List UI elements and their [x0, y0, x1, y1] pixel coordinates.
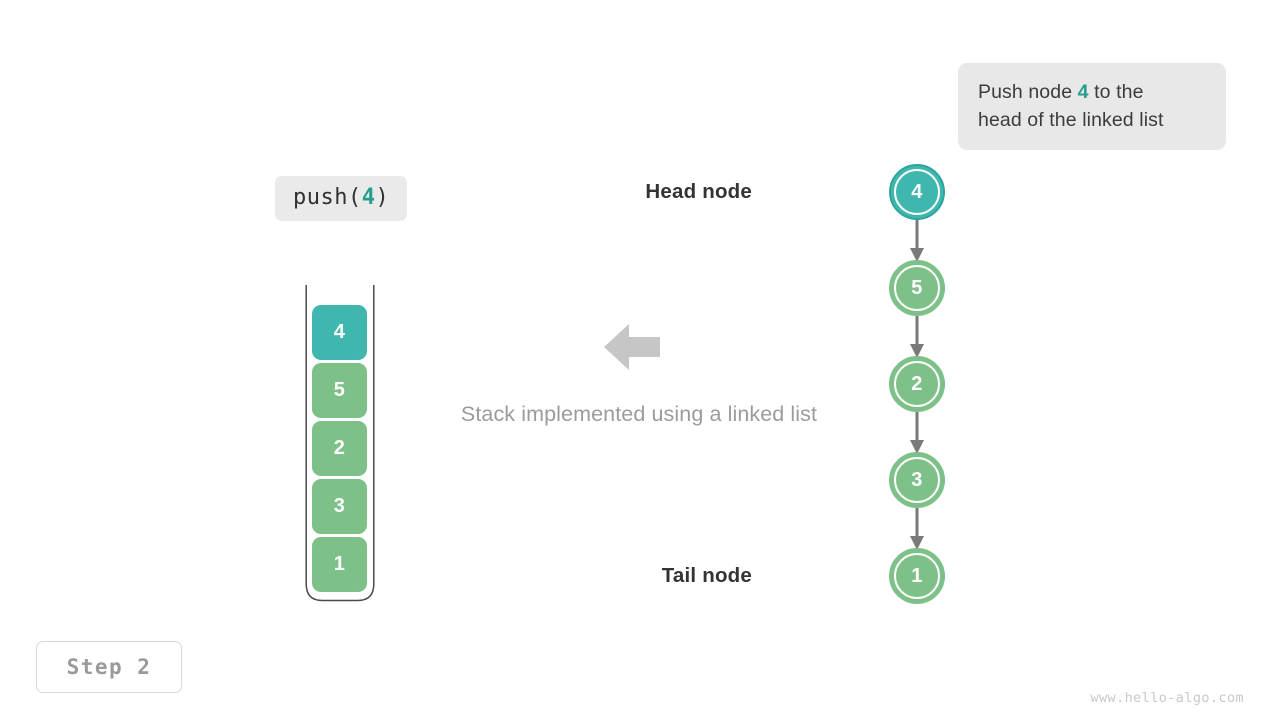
annotation-line2: head of the linked list	[978, 108, 1164, 131]
linked-list-visualization: 4 Head node 5 2 3 1 Tail node	[645, 150, 980, 620]
watermark-text: www.hello-algo.com	[1090, 690, 1244, 706]
diagram-caption: Stack implemented using a linked list	[0, 402, 1280, 427]
stack-cell-value: 3	[333, 495, 346, 517]
linked-list-node: 1	[889, 548, 945, 604]
push-operation-chip: push(4)	[275, 176, 408, 221]
node-value: 3	[911, 468, 923, 491]
stack-cell: 1	[312, 537, 367, 592]
linked-list-connector-arrow	[910, 316, 924, 358]
node-value: 5	[911, 276, 923, 299]
annotation-line1-prefix: Push node	[978, 81, 1078, 103]
step-badge-label: Step 2	[66, 655, 152, 679]
stack-container-outline	[305, 285, 375, 602]
stack-cell-value: 2	[333, 437, 346, 459]
step-badge: Step 2	[36, 641, 182, 693]
flow-arrow-left-icon	[604, 324, 660, 370]
push-paren-close: )	[375, 185, 390, 210]
site-watermark: www.hello-algo.com	[1091, 690, 1245, 706]
stack-cell: 5	[312, 363, 367, 418]
stack-visualization: 4 5 2 3 1	[304, 284, 376, 602]
stack-cell-list: 4 5 2 3 1	[312, 305, 368, 595]
stack-cell: 2	[312, 421, 367, 476]
linked-list-node: 2	[889, 356, 945, 412]
diagram-caption-text: Stack implemented using a linked list	[460, 402, 818, 426]
node-value: 1	[911, 564, 923, 587]
push-annotation-box: Push node 4 to the head of the linked li…	[958, 63, 1226, 151]
head-node-label: Head node	[645, 180, 752, 203]
linked-list-node: 3	[889, 452, 945, 508]
linked-list-connector-arrow	[910, 412, 924, 454]
stack-cell-value: 1	[333, 553, 346, 575]
annotation-accent-value: 4	[1077, 81, 1089, 103]
linked-list-node: 5	[889, 260, 945, 316]
linked-list-connector-arrow	[910, 220, 924, 262]
linked-list-node-head: 4	[889, 164, 945, 220]
push-fn-name: push(	[293, 185, 362, 210]
node-value: 4	[911, 180, 923, 203]
tail-node-label: Tail node	[661, 564, 752, 587]
stack-cell-value: 4	[333, 321, 346, 343]
annotation-line1-suffix: to the	[1088, 81, 1144, 103]
stack-cell-value: 5	[333, 379, 346, 401]
push-argument: 4	[361, 185, 376, 210]
linked-list-connector-arrow	[910, 508, 924, 550]
stack-cell: 4	[312, 305, 367, 360]
stack-cell: 3	[312, 479, 367, 534]
node-value: 2	[911, 372, 923, 395]
